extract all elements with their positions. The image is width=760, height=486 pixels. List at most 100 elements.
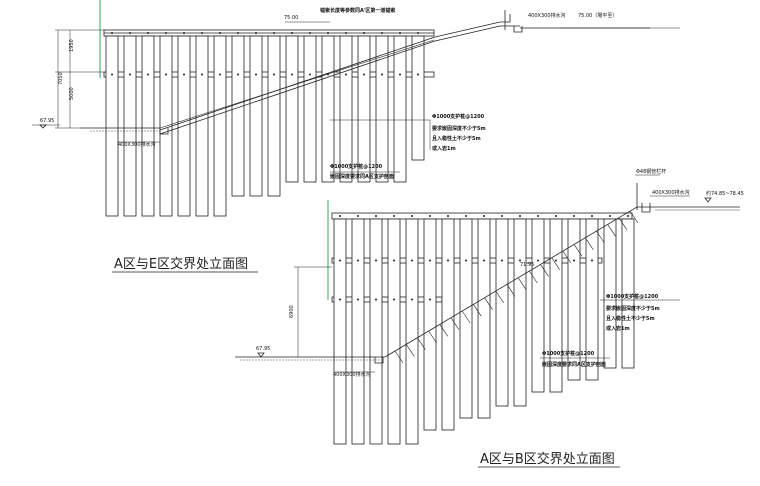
- soil-nail: [529, 270, 538, 284]
- elevation-a-e: [32, 0, 680, 273]
- elev-mid-b: 71.95: [520, 262, 534, 268]
- pile: [567, 218, 581, 381]
- elev-platform-a: 75.00（場平至）: [578, 12, 617, 19]
- pile: [585, 218, 599, 381]
- soil-nail: [596, 230, 605, 244]
- beam-dot: [447, 215, 449, 217]
- beam-dot: [429, 259, 431, 262]
- soil-nail: [450, 317, 460, 330]
- pile-note-b-4: 或入岩1m: [606, 325, 630, 332]
- pile-note-a-5: Φ1000支护桩@1200: [330, 163, 383, 170]
- beam-dot: [357, 298, 359, 301]
- beam-dot: [345, 73, 347, 76]
- beam-dot: [339, 298, 341, 301]
- beam-dot: [537, 215, 539, 217]
- beam-dot: [609, 215, 611, 217]
- soil-nail: [607, 224, 616, 237]
- beam-dot: [411, 298, 413, 301]
- drain-bottom-a: 400X300排水沟: [118, 141, 156, 148]
- beam-dot: [237, 73, 239, 76]
- beam-dot: [165, 32, 167, 34]
- beam-dot: [573, 215, 575, 217]
- dim-total-a: 7050: [58, 72, 64, 85]
- pile: [477, 218, 491, 419]
- pile-note-a-4: 或入岩1m: [432, 145, 456, 152]
- beam-dot: [273, 73, 275, 76]
- soil-nail: [394, 350, 404, 364]
- pile: [123, 35, 137, 217]
- beam-dot: [339, 259, 341, 262]
- elev-right-b: 约74.85~78.45: [706, 190, 744, 197]
- beam-dot: [147, 32, 149, 34]
- beam-dot: [375, 298, 377, 301]
- pile: [411, 35, 425, 161]
- beam-dot: [483, 259, 485, 262]
- beam-dot: [291, 73, 293, 76]
- pile: [105, 35, 119, 217]
- pile: [213, 35, 227, 217]
- soil-nail: [562, 250, 572, 264]
- soil-nail: [573, 244, 583, 257]
- pile-note-a-2: 要求嵌固深度不少于5m: [432, 125, 486, 132]
- beam-dot: [255, 73, 257, 76]
- elev-top-a: 75.00: [284, 15, 298, 21]
- beam-dot: [591, 215, 593, 217]
- soil-nail: [618, 217, 628, 230]
- beam-dot: [537, 259, 539, 262]
- pile: [321, 35, 335, 183]
- title-b: A区与B区交界处立面图: [480, 451, 615, 467]
- beam-dot: [363, 73, 365, 76]
- pile-note-a-1: Φ1000支护桩@1200: [432, 113, 485, 120]
- beam-dot: [291, 32, 293, 34]
- pile: [621, 218, 635, 369]
- beam-dot: [519, 215, 521, 217]
- pile: [333, 218, 347, 445]
- beam-dot: [375, 259, 377, 262]
- pile: [375, 35, 389, 183]
- beam-dot: [465, 215, 467, 217]
- pile: [495, 218, 509, 407]
- dim-lower-a: 5000: [69, 87, 75, 100]
- pile-note-b-1: Φ1000支护桩@1200: [606, 293, 659, 300]
- pile: [405, 218, 419, 445]
- beam-dot: [465, 259, 467, 262]
- beam-dot: [219, 73, 221, 76]
- beam-dot: [501, 215, 503, 217]
- pile: [351, 218, 365, 445]
- beam-dot: [627, 215, 629, 217]
- pile: [339, 35, 353, 183]
- elevation-a-b: [235, 174, 740, 468]
- soil-nail: [428, 330, 437, 344]
- pile: [531, 218, 545, 393]
- pile-note-b-3: 且入稳性土不少于5m: [606, 315, 655, 322]
- pile-note-a-6: 嵌固深度要求同A区支护剖面: [330, 173, 394, 180]
- beam-dot: [255, 32, 257, 34]
- beam-dot: [519, 259, 521, 262]
- pile-note-b-2: 要求嵌固深度不少于5m: [606, 305, 660, 312]
- soil-nail: [405, 344, 415, 357]
- beam-dot: [165, 73, 167, 76]
- beam-dot: [309, 73, 311, 76]
- beam-dot: [201, 73, 203, 76]
- soil-nail: [517, 277, 527, 290]
- beam-dot: [363, 32, 365, 34]
- soil-nail: [551, 257, 560, 270]
- beam-dot: [111, 32, 113, 34]
- soil-nail: [473, 304, 482, 317]
- pile: [441, 218, 455, 431]
- pile: [603, 218, 617, 369]
- beam-dot: [345, 32, 347, 34]
- dim-height-b: 6900: [289, 305, 295, 318]
- beam-dot: [429, 215, 431, 217]
- pile: [459, 218, 473, 419]
- beam-dot: [393, 259, 395, 262]
- beam-dot: [483, 215, 485, 217]
- soil-nail: [584, 237, 594, 250]
- beam-dot: [417, 32, 419, 34]
- beam-dot: [381, 32, 383, 34]
- beam-dot: [183, 32, 185, 34]
- soil-nail: [506, 284, 516, 297]
- pile: [141, 35, 155, 217]
- beam-dot: [381, 73, 383, 76]
